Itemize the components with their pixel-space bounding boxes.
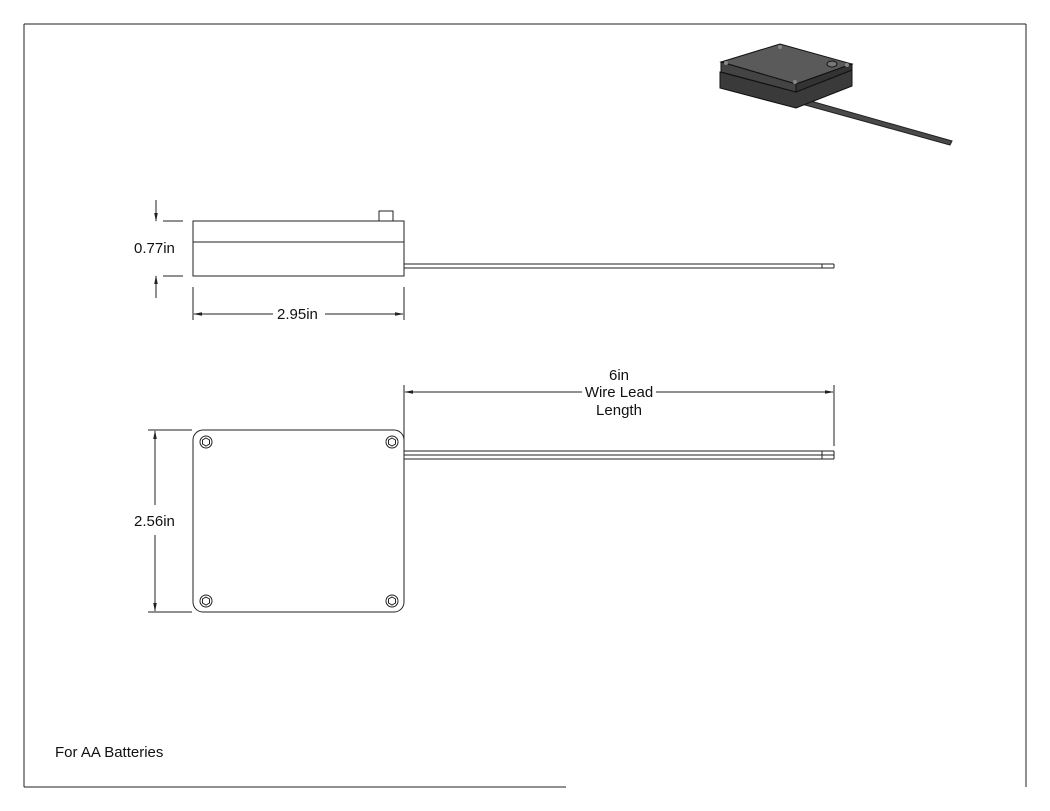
iso-switch <box>826 60 838 68</box>
iso-screw <box>845 63 849 67</box>
screw-bottom-left <box>199 594 213 608</box>
top-view-body <box>192 429 405 613</box>
side-view <box>192 210 835 277</box>
iso-lid-side <box>795 63 853 93</box>
iso-screw <box>778 45 782 49</box>
wire-length-dimension: 6in Wire Lead Length <box>403 367 835 446</box>
width-dimension: 2.56in <box>134 429 192 613</box>
iso-screw <box>793 80 797 84</box>
height-dimension: 0.77in <box>134 200 183 298</box>
width-dimension-label: 2.56in <box>134 513 175 530</box>
iso-screw <box>724 61 728 65</box>
drawing-note: For AA Batteries <box>55 744 163 761</box>
wire-length-note-line2: Length <box>596 402 642 419</box>
screw-top-left <box>199 435 213 449</box>
top-view-wires <box>404 450 835 460</box>
iso-wire <box>797 97 953 146</box>
sheet-border <box>23 23 1027 788</box>
wire-length-label: 6in <box>609 367 629 384</box>
screw-bottom-right <box>385 594 399 608</box>
screw-top-right <box>385 435 399 449</box>
side-view-body <box>192 220 405 277</box>
length-dimension: 2.95in <box>192 287 405 323</box>
side-view-wire <box>404 263 835 269</box>
height-dimension-label: 0.77in <box>134 240 175 257</box>
side-view-switch <box>378 210 394 222</box>
wire-length-note-line1: Wire Lead <box>585 384 653 401</box>
length-dimension-label: 2.95in <box>277 306 318 323</box>
top-view <box>192 429 835 613</box>
isometric-view <box>719 43 953 146</box>
